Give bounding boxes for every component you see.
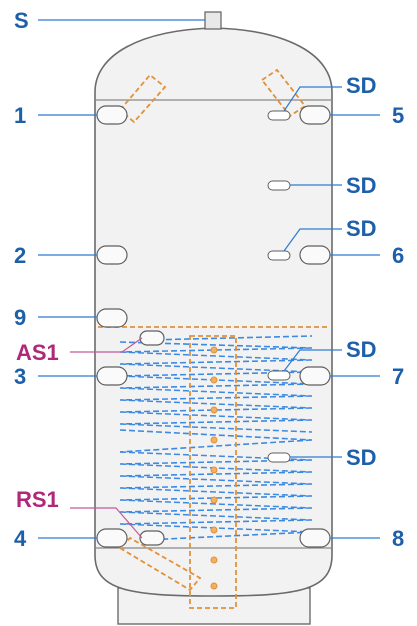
tube-port — [210, 346, 218, 354]
tube-port — [210, 466, 218, 474]
nozzle-1 — [96, 105, 128, 125]
right-nozzles — [299, 105, 331, 548]
leader-sd-4 — [283, 349, 342, 372]
sensor-well-1 — [267, 110, 291, 121]
top-outlet-pipe — [204, 11, 222, 30]
connection-label-7: 7 — [392, 364, 404, 389]
nozzle-9 — [96, 308, 128, 328]
coil-upper — [119, 335, 313, 433]
connection-label-9: 9 — [14, 305, 26, 330]
coil-inlet-label: AS1 — [16, 340, 59, 365]
nozzle-5 — [299, 105, 331, 125]
stratification-tube-body — [189, 335, 237, 609]
nozzle-3 — [96, 366, 128, 386]
nozzle-4 — [96, 528, 128, 548]
tank-shell — [94, 27, 333, 625]
left-leaders — [38, 114, 143, 539]
sensor-label-2: SD — [346, 173, 377, 198]
sensor-well-2 — [267, 180, 291, 191]
leader-sd-1 — [283, 86, 342, 112]
leader-sd-3 — [283, 228, 342, 252]
top-left-diffuser — [118, 73, 167, 124]
connection-label-1: 1 — [14, 103, 26, 128]
connection-label-6: 6 — [392, 243, 404, 268]
nozzle-8 — [299, 528, 331, 548]
sensor-label-4: SD — [346, 337, 377, 362]
tube-port — [210, 556, 218, 564]
connection-label-8: 8 — [392, 526, 404, 551]
leader-coil-return — [70, 507, 143, 539]
sensor-label-3: SD — [346, 216, 377, 241]
left-nozzles — [96, 105, 128, 548]
top-outlet-label: S — [14, 8, 29, 33]
tube-port — [210, 436, 218, 444]
heat-exchanger-coil — [119, 335, 313, 541]
tube-port — [210, 496, 218, 504]
tube-port — [210, 406, 218, 414]
tank-body — [94, 27, 333, 597]
coil-return-nozzle — [139, 530, 165, 546]
top-diffusers — [118, 68, 307, 124]
sensor-label-1: SD — [346, 73, 377, 98]
nozzle-2 — [96, 245, 128, 265]
coil-return-label: RS1 — [16, 487, 59, 512]
coil-transition — [119, 429, 313, 453]
nozzle-6 — [299, 245, 331, 265]
nozzle-7 — [299, 366, 331, 386]
stratification-tube — [118, 335, 237, 609]
connection-label-5: 5 — [392, 103, 404, 128]
sensor-well-5 — [267, 452, 291, 463]
sensor-well-4 — [267, 370, 291, 381]
connection-label-2: 2 — [14, 243, 26, 268]
left-labels: 1 2 9 3 4 AS1 RS1 — [14, 103, 59, 551]
sensor-wells — [267, 110, 291, 463]
tube-port — [210, 376, 218, 384]
top-right-diffuser — [260, 68, 307, 118]
sensor-label-5: SD — [346, 445, 377, 470]
tube-port — [210, 526, 218, 534]
leader-coil-inlet — [70, 337, 143, 353]
coil-inlet-nozzle — [139, 330, 165, 346]
right-labels: 5 6 7 8 SD SD SD SD SD — [346, 73, 404, 551]
bottom-inlet-pipe — [118, 536, 202, 592]
right-leaders — [283, 86, 380, 539]
tube-port — [210, 582, 218, 590]
top-outlet: S — [14, 8, 222, 33]
connection-label-4: 4 — [14, 526, 27, 551]
sensor-well-3 — [267, 250, 291, 261]
connection-label-3: 3 — [14, 364, 26, 389]
